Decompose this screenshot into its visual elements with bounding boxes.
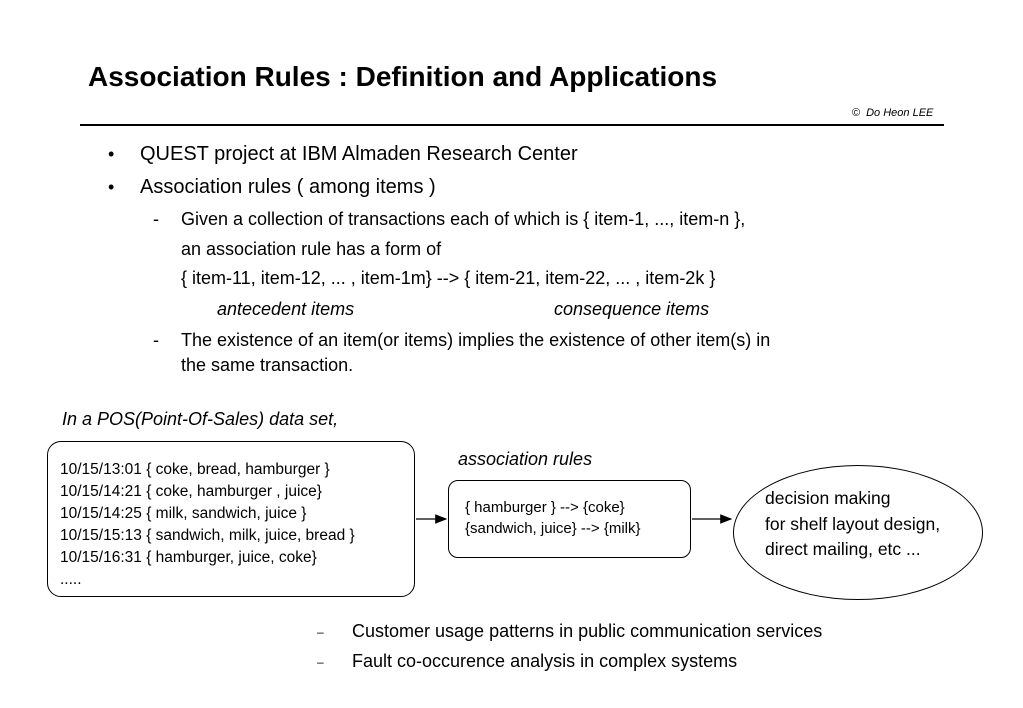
sub-item-implication-line2: the same transaction.	[181, 355, 354, 375]
endash-marker: –	[317, 625, 324, 639]
bullet-dot-icon: •	[108, 144, 115, 164]
transaction-row: 10/15/14:21 { coke, hamburger , juice}	[60, 483, 322, 500]
dash-marker: -	[153, 330, 159, 350]
bullet-text: Association rules ( among items )	[140, 176, 436, 198]
transaction-row: 10/15/14:25 { milk, sandwich, juice }	[60, 505, 307, 522]
copyright-icon: ©	[852, 107, 861, 119]
rule-row: {sandwich, juice} --> {milk}	[465, 520, 641, 537]
association-rules-label: association rules	[458, 449, 593, 469]
application-item-fault: – Fault co-occurence analysis in complex…	[317, 651, 738, 672]
sub-item-definition-line2: an association rule has a form of	[181, 239, 442, 259]
rule-form: { item-11, item-12, ... , item-1m} --> {…	[181, 268, 716, 288]
outcome-line: decision making	[765, 488, 891, 508]
transactions-box: 10/15/13:01 { coke, bread, hamburger } 1…	[47, 441, 415, 597]
bullet-item-association-rules: • Association rules ( among items )	[108, 176, 436, 199]
outcome-line: for shelf layout design,	[765, 513, 941, 534]
bullet-item-quest: • QUEST project at IBM Almaden Research …	[108, 143, 578, 166]
page-title: Association Rules : Definition and Appli…	[88, 61, 718, 92]
sub-item-text: The existence of an item(or items) impli…	[181, 330, 771, 350]
consequence-label: consequence items	[554, 299, 710, 319]
rule-row: { hamburger } --> {coke}	[465, 499, 625, 516]
dash-marker: -	[153, 209, 159, 229]
application-text: Fault co-occurence analysis in complex s…	[352, 651, 738, 671]
antecedent-label: antecedent items	[217, 299, 355, 319]
title-divider	[80, 124, 944, 126]
application-item-customer: – Customer usage patterns in public comm…	[317, 621, 823, 642]
endash-marker: –	[317, 655, 324, 669]
rules-box: { hamburger } --> {coke} {sandwich, juic…	[448, 480, 691, 558]
application-text: Customer usage patterns in public commun…	[352, 621, 823, 641]
sub-item-implication: - The existence of an item(or items) imp…	[153, 330, 771, 351]
transaction-row: 10/15/13:01 { coke, bread, hamburger }	[60, 461, 330, 478]
pos-dataset-label: In a POS(Point-Of-Sales) data set,	[62, 409, 339, 429]
decision-making-ellipse: decision making for shelf layout design,…	[733, 465, 983, 600]
copyright-notice: © Do Heon LEE	[852, 107, 933, 119]
transaction-row: 10/15/16:31 { hamburger, juice, coke}	[60, 549, 317, 566]
sub-item-text: Given a collection of transactions each …	[181, 209, 746, 229]
outcome-line: direct mailing, etc ...	[765, 539, 921, 559]
author-name: Do Heon LEE	[866, 107, 934, 119]
transaction-row: 10/15/15:13 { sandwich, milk, juice, bre…	[60, 527, 355, 544]
transaction-ellipsis: .....	[60, 571, 82, 588]
bullet-text: QUEST project at IBM Almaden Research Ce…	[140, 143, 578, 165]
bullet-dot-icon: •	[108, 177, 115, 197]
sub-item-definition: - Given a collection of transactions eac…	[153, 209, 746, 230]
